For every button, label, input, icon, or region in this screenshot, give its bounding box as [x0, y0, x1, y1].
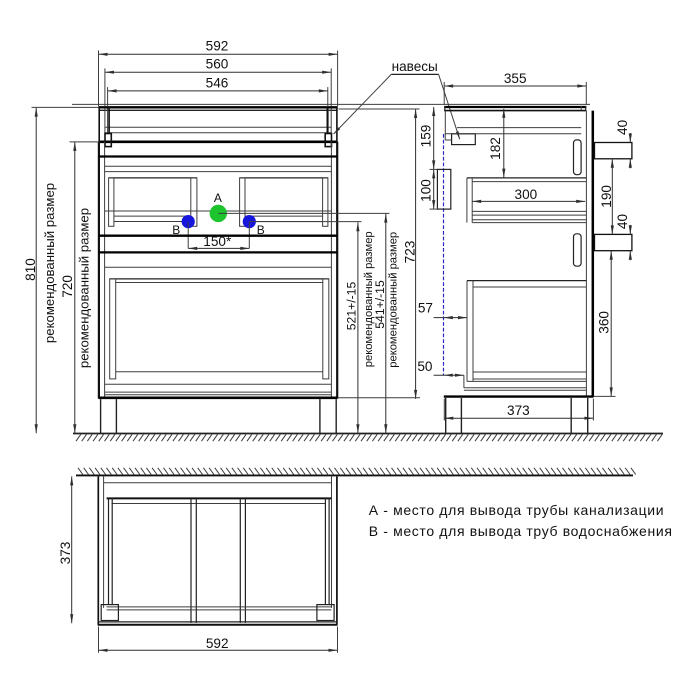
- svg-text:190: 190: [599, 185, 614, 208]
- svg-text:373: 373: [507, 403, 530, 418]
- svg-text:В - место для вывода труб водо: В - место для вывода труб водоснабжения: [369, 523, 673, 539]
- svg-text:100: 100: [419, 179, 434, 202]
- svg-text:рекомендованный размер: рекомендованный размер: [387, 232, 399, 368]
- svg-text:521+/-15: 521+/-15: [345, 282, 359, 331]
- svg-text:А: А: [214, 191, 222, 205]
- svg-text:57: 57: [418, 301, 433, 316]
- svg-text:373: 373: [58, 542, 73, 565]
- svg-text:541+/-15: 541+/-15: [373, 280, 387, 329]
- svg-text:182: 182: [488, 137, 503, 160]
- svg-text:В: В: [257, 223, 265, 237]
- svg-text:40: 40: [615, 119, 630, 135]
- svg-text:А - место для вывода трубы кан: А - место для вывода трубы канализации: [369, 502, 665, 518]
- svg-text:720: 720: [60, 275, 75, 298]
- svg-text:159: 159: [419, 125, 434, 148]
- svg-text:546: 546: [206, 75, 229, 90]
- svg-text:рекомендованный размер: рекомендованный размер: [363, 231, 375, 367]
- svg-text:723: 723: [402, 241, 417, 264]
- svg-text:150*: 150*: [203, 234, 232, 249]
- svg-text:592: 592: [206, 636, 229, 651]
- svg-text:300: 300: [515, 187, 538, 202]
- svg-text:355: 355: [504, 71, 527, 86]
- svg-text:592: 592: [206, 39, 229, 54]
- svg-text:40: 40: [615, 214, 630, 230]
- svg-text:В: В: [172, 223, 180, 237]
- svg-text:рекомендованный размер: рекомендованный размер: [77, 208, 92, 368]
- svg-text:810: 810: [23, 258, 38, 281]
- svg-text:рекомендованный размер: рекомендованный размер: [42, 183, 57, 343]
- svg-text:50: 50: [417, 359, 433, 374]
- svg-text:360: 360: [597, 311, 612, 334]
- svg-text:навесы: навесы: [392, 59, 438, 74]
- svg-text:560: 560: [206, 57, 229, 72]
